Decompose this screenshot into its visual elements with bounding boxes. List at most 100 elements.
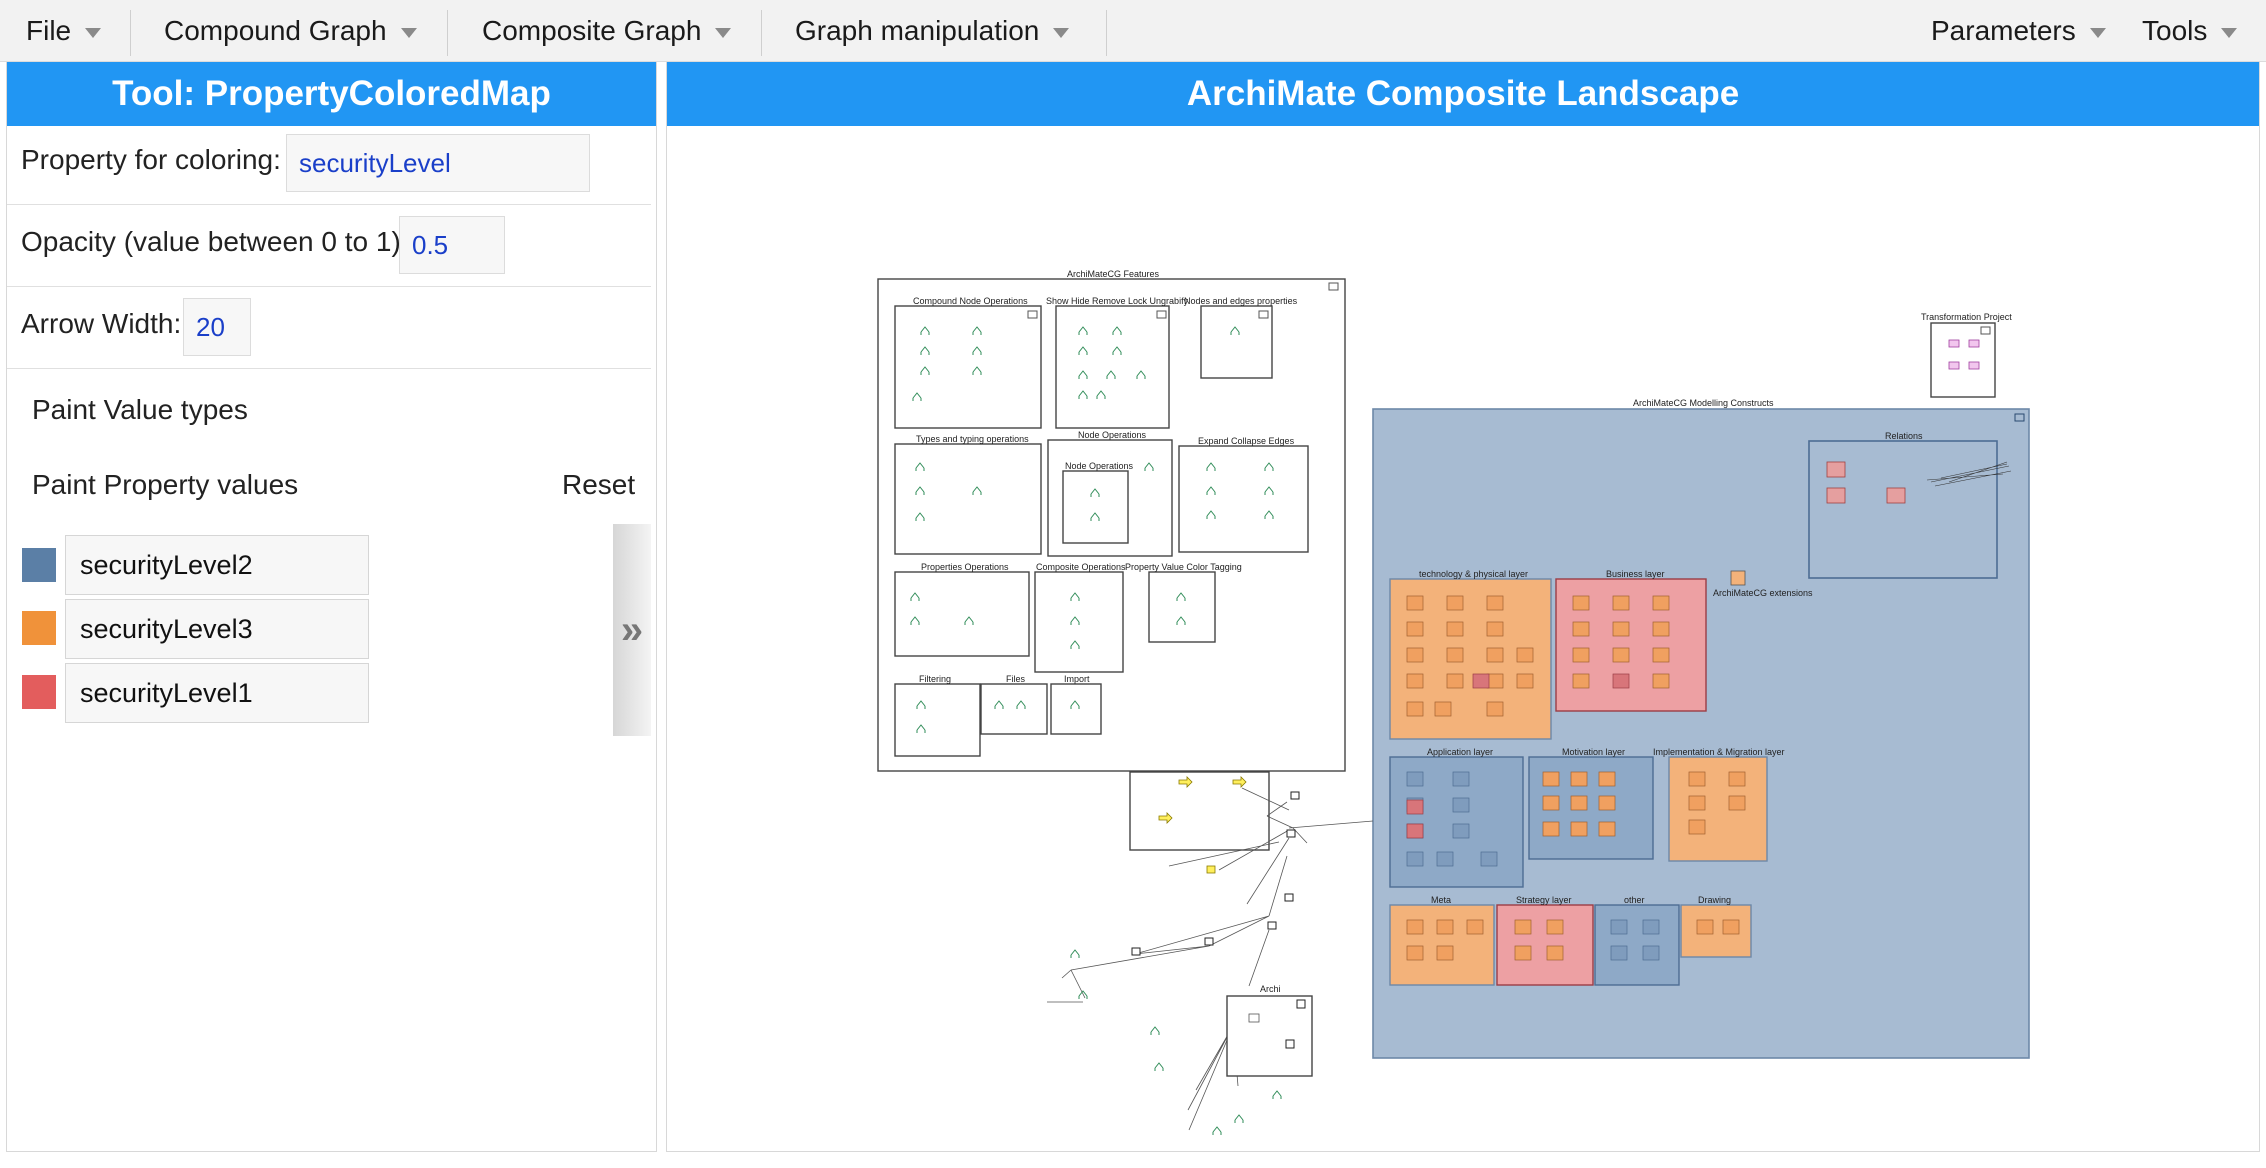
tool-panel: Tool: PropertyColoredMap Property for co… [6, 62, 657, 1152]
svg-text:Composite Operations: Composite Operations [1036, 562, 1126, 572]
svg-text:Motivation layer: Motivation layer [1562, 747, 1625, 757]
menu-composite-graph-label: Composite Graph [482, 15, 702, 46]
svg-text:Compound Node Operations: Compound Node Operations [913, 296, 1028, 306]
menu-composite-graph[interactable]: Composite Graph [482, 0, 732, 62]
chevron-down-icon [85, 28, 102, 38]
double-chevron-right-icon: » [620, 607, 644, 652]
svg-text:Properties Operations: Properties Operations [921, 562, 1009, 572]
svg-text:Application layer: Application layer [1427, 747, 1493, 757]
nodes-edges-properties[interactable]: Nodes and edges properties [1184, 296, 1298, 379]
svg-text:ArchiMateCG Modelling Construc: ArchiMateCG Modelling Constructs [1633, 398, 1774, 408]
svg-text:Types and typing operations: Types and typing operations [916, 434, 1029, 444]
property-coloring-label: Property for coloring: [21, 144, 281, 175]
svg-text:Import: Import [1064, 674, 1090, 684]
divider [7, 286, 651, 287]
chevron-down-icon [2221, 28, 2238, 38]
reset-button[interactable]: Reset [562, 469, 636, 500]
legend-label-securitylevel2[interactable]: securityLevel2 [65, 535, 369, 595]
properties-operations[interactable]: Properties Operations [894, 562, 1030, 657]
show-hide-remove-lock[interactable]: Show Hide Remove Lock Ungrabify [1046, 296, 1189, 429]
menu-compound-graph-label: Compound Graph [164, 15, 387, 46]
graph-canvas[interactable]: ArchiMateCG Features Compound Node Opera… [667, 126, 2259, 1150]
legend-swatch-securitylevel1[interactable] [22, 675, 56, 709]
chevron-down-icon [1053, 28, 1070, 38]
svg-text:Business layer: Business layer [1606, 569, 1665, 579]
implementation-migration-layer[interactable]: Implementation & Migration layer [1653, 747, 1785, 862]
layer-element-tiles [1406, 595, 1746, 961]
chevron-down-icon [400, 28, 417, 38]
menu-separator [447, 10, 448, 56]
security1-element-tiles [1406, 673, 1630, 839]
svg-text:Show Hide Remove Lock Ungrabif: Show Hide Remove Lock Ungrabify [1046, 296, 1189, 306]
svg-text:Meta: Meta [1431, 895, 1451, 905]
svg-text:Relations: Relations [1885, 431, 1923, 441]
paint-value-types-button[interactable]: Paint Value types [32, 394, 248, 425]
opacity-input[interactable]: 0.5 [399, 216, 505, 274]
yellow-network-node [1206, 865, 1216, 874]
import[interactable]: Import [1050, 674, 1102, 735]
archimatecg-extensions[interactable]: ArchiMateCG extensions [1713, 570, 1813, 598]
legend-label-securitylevel1[interactable]: securityLevel1 [65, 663, 369, 723]
svg-text:Expand Collapse Edges: Expand Collapse Edges [1198, 436, 1295, 446]
network-edges [1047, 787, 1374, 1131]
tool-panel-title: Tool: PropertyColoredMap [7, 62, 656, 126]
filtering[interactable]: Filtering [894, 674, 981, 757]
features-title: ArchiMateCG Features [1067, 269, 1160, 279]
exchange-compound-node[interactable] [1129, 771, 1270, 851]
menu-graph-manipulation-label: Graph manipulation [795, 15, 1040, 46]
expand-collapse-edges[interactable]: Expand Collapse Edges [1178, 436, 1309, 553]
svg-text:Files: Files [1006, 674, 1026, 684]
graph-panel: ArchiMate Composite Landscape ArchiMateC… [666, 62, 2260, 1152]
opacity-label: Opacity (value between 0 to 1): [21, 226, 409, 257]
compound-node-operations[interactable]: Compound Node Operations [894, 296, 1042, 429]
legend-swatch-securitylevel2[interactable] [22, 548, 56, 582]
menu-tools[interactable]: Tools [2142, 0, 2238, 62]
node-operations-outer[interactable]: Node Operations Node Operations [1047, 430, 1173, 557]
archi-compound[interactable]: Archi [1226, 984, 1313, 1077]
composite-operations[interactable]: Composite Operations [1034, 562, 1126, 673]
relations-compound[interactable]: Relations [1808, 431, 2012, 579]
property-coloring-input[interactable]: securityLevel [286, 134, 590, 192]
menu-file-label: File [26, 15, 72, 46]
svg-text:technology & physical layer: technology & physical layer [1419, 569, 1528, 579]
strategy-layer[interactable]: Strategy layer [1496, 895, 1594, 986]
svg-text:Node Operations: Node Operations [1065, 461, 1134, 471]
meta-layer[interactable]: Meta [1389, 895, 1495, 986]
menu-separator [761, 10, 762, 56]
arrow-width-input[interactable]: 20 [183, 298, 251, 356]
menu-bar: File Compound Graph Composite Graph Grap… [0, 0, 2266, 62]
menu-compound-graph[interactable]: Compound Graph [164, 0, 417, 62]
property-value-color-tagging[interactable]: Property Value Color Tagging [1125, 562, 1242, 643]
paint-property-values-button[interactable]: Paint Property values [32, 469, 299, 500]
collapse-panel-button[interactable]: » [613, 524, 651, 736]
types-typing-operations[interactable]: Types and typing operations [894, 434, 1042, 555]
network-box-nodes [1131, 791, 1300, 956]
svg-text:Implementation & Migration lay: Implementation & Migration layer [1653, 747, 1785, 757]
menu-tools-label: Tools [2142, 15, 2208, 46]
arrow-width-label: Arrow Width: [21, 308, 182, 339]
svg-text:Nodes and edges properties: Nodes and edges properties [1184, 296, 1298, 306]
legend-swatch-securitylevel3[interactable] [22, 611, 56, 645]
menu-graph-manipulation[interactable]: Graph manipulation [795, 0, 1070, 62]
graph-panel-title: ArchiMate Composite Landscape [667, 62, 2259, 126]
menu-separator [130, 10, 131, 56]
chevron-down-icon [715, 28, 732, 38]
menu-file[interactable]: File [26, 0, 102, 62]
files[interactable]: Files [980, 674, 1048, 735]
transformation-project[interactable]: Transformation Project [1921, 312, 2012, 398]
svg-text:Strategy layer: Strategy layer [1516, 895, 1572, 905]
menu-separator [1106, 10, 1107, 56]
svg-text:Archi: Archi [1260, 984, 1281, 994]
divider [7, 368, 651, 369]
business-layer[interactable]: Business layer [1555, 569, 1707, 712]
chevron-down-icon [2089, 28, 2106, 38]
legend-label-securitylevel3[interactable]: securityLevel3 [65, 599, 369, 659]
svg-text:Transformation Project: Transformation Project [1921, 312, 2012, 322]
other-layer[interactable]: other [1594, 895, 1680, 986]
menu-parameters-label: Parameters [1931, 15, 2076, 46]
menu-parameters[interactable]: Parameters [1931, 0, 2106, 62]
feature-node-glyphs [910, 326, 1274, 733]
network-node-glyphs [1070, 949, 1282, 1135]
svg-text:other: other [1624, 895, 1645, 905]
exchange-node-glyphs [1158, 776, 1247, 824]
